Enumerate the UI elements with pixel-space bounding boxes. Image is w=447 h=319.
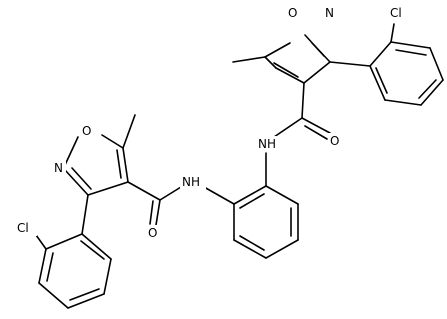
- amide-nh-label-left: NH: [182, 175, 200, 189]
- amide-oxygen-label-left: O: [148, 226, 157, 240]
- chlorine-label-left: Cl: [17, 221, 29, 235]
- chlorine-label-right: Cl: [390, 6, 402, 20]
- ring-nitrogen-label-left: N: [54, 161, 63, 175]
- ring-oxygen-label-right: O: [288, 6, 297, 20]
- amide-oxygen-label-right: O: [330, 134, 339, 148]
- amide-nh-label-right: NH: [258, 137, 276, 151]
- bond-lines: [35, 23, 444, 309]
- atom-labels: O N Cl NH O NH O O N Cl: [15, 5, 410, 241]
- ring-nitrogen-label-right: N: [325, 6, 334, 20]
- ring-oxygen-label-left: O: [82, 124, 91, 138]
